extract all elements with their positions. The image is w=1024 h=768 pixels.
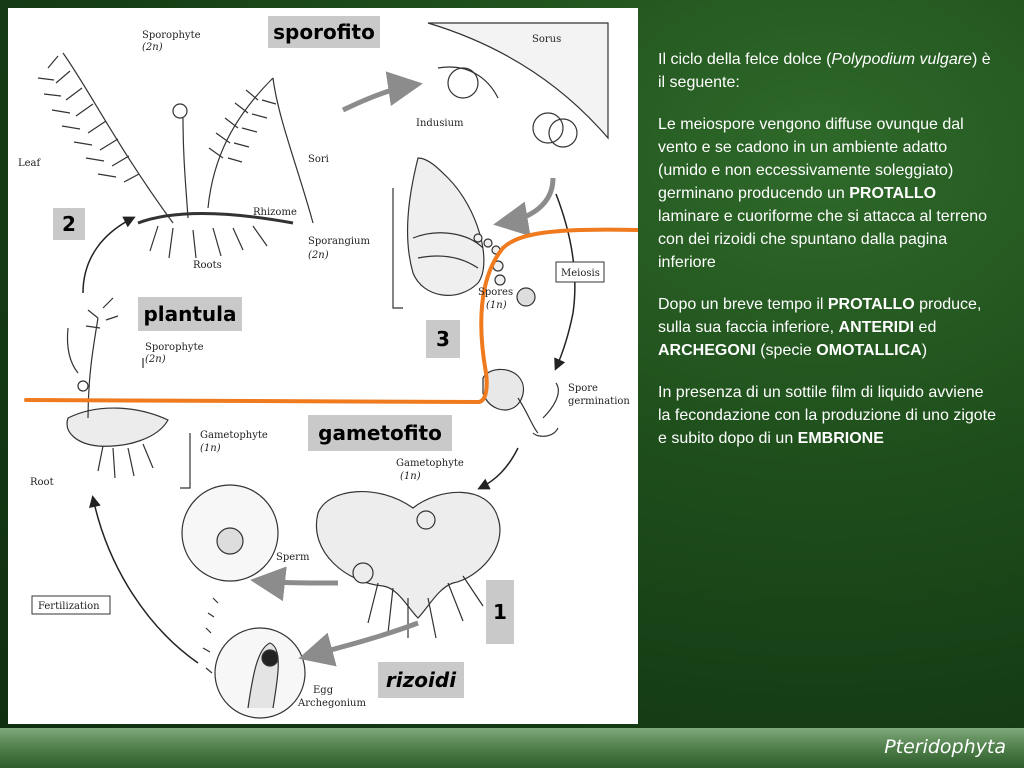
spore-germination-label-2: germination bbox=[568, 396, 630, 407]
roots-label: Roots bbox=[193, 260, 222, 271]
fern-sporophyte-illustration bbox=[37, 52, 314, 259]
gametophyte-right-label: Gametophyte bbox=[396, 458, 464, 469]
gametophyte-right-ploidy: (1n) bbox=[400, 471, 421, 482]
young-sporophyte-illustration bbox=[66, 297, 191, 489]
description-text: Il ciclo della felce dolce (Polypodium v… bbox=[658, 48, 998, 469]
sporangium-label: Sporangium bbox=[308, 236, 370, 247]
cycle-arrows bbox=[82, 193, 576, 664]
sporangium-illustration bbox=[392, 157, 536, 309]
sorus-detail-illustration bbox=[427, 22, 609, 148]
paragraph-intro: Il ciclo della felce dolce (Polypodium v… bbox=[658, 51, 991, 91]
paragraph-meiospores: Le meiospore vengono diffuse ovunque dal… bbox=[658, 116, 988, 271]
sporophyte-top-label: Sporophyte bbox=[142, 30, 201, 41]
egg-label: Egg bbox=[313, 685, 334, 696]
diagram-illustration: Meiosis Fertilization Sporophyte (2n) Le… bbox=[18, 22, 638, 719]
sporophyte-left-label: Sporophyte bbox=[145, 342, 204, 353]
sporophyte-top-ploidy: (2n) bbox=[142, 42, 163, 53]
sori-label: Sori bbox=[308, 154, 329, 165]
label-sporofito: sporofito bbox=[268, 16, 380, 48]
fertilization-box: Fertilization bbox=[31, 595, 111, 615]
spores-label: Spores bbox=[478, 287, 513, 298]
gametophyte-left-ploidy: (1n) bbox=[200, 443, 221, 454]
paragraph-fecondazione: In presenza di un sottile film di liquid… bbox=[658, 384, 997, 447]
sperm-label: Sperm bbox=[276, 552, 310, 563]
label-number-1: 1 bbox=[486, 580, 514, 644]
label-rizoidi: rizoidi bbox=[378, 662, 464, 698]
spore-germination-label-1: Spore bbox=[568, 383, 598, 394]
archegonium-detail-illustration bbox=[214, 627, 306, 719]
footer-title: Pteridophyta bbox=[884, 736, 1006, 758]
rhizome-label: Rhizome bbox=[253, 207, 297, 218]
meiosis-box: Meiosis bbox=[555, 261, 605, 283]
spores-ploidy: (1n) bbox=[486, 300, 507, 311]
fertilization-label: Fertilization bbox=[38, 601, 100, 612]
gametophyte-left-label: Gametophyte bbox=[200, 430, 268, 441]
gray-arrows bbox=[250, 71, 556, 667]
gametophyte-prothallus-illustration bbox=[315, 490, 501, 639]
root-label: Root bbox=[30, 477, 54, 488]
meiosis-label: Meiosis bbox=[561, 268, 600, 279]
label-plantula: plantula bbox=[138, 297, 242, 331]
sporophyte-left-ploidy: (2n) bbox=[145, 354, 166, 365]
label-gametofito: gametofito bbox=[308, 415, 452, 451]
spore-germination-illustration bbox=[482, 368, 559, 437]
leaf-label: Leaf bbox=[18, 158, 42, 169]
label-number-2: 2 bbox=[53, 208, 85, 240]
orange-boundary-line bbox=[24, 227, 638, 405]
indusium-label: Indusium bbox=[416, 118, 464, 129]
paragraph-protallo: Dopo un breve tempo il PROTALLO produce,… bbox=[658, 296, 982, 359]
label-number-3: 3 bbox=[426, 320, 460, 358]
footer-bar: Pteridophyta bbox=[0, 728, 1024, 768]
archegonium-label: Archegonium bbox=[297, 698, 366, 709]
sporangium-ploidy: (2n) bbox=[308, 250, 329, 261]
life-cycle-diagram: Meiosis Fertilization Sporophyte (2n) Le… bbox=[8, 8, 638, 724]
sperm-detail-illustration bbox=[181, 484, 279, 674]
sorus-label: Sorus bbox=[532, 34, 561, 45]
